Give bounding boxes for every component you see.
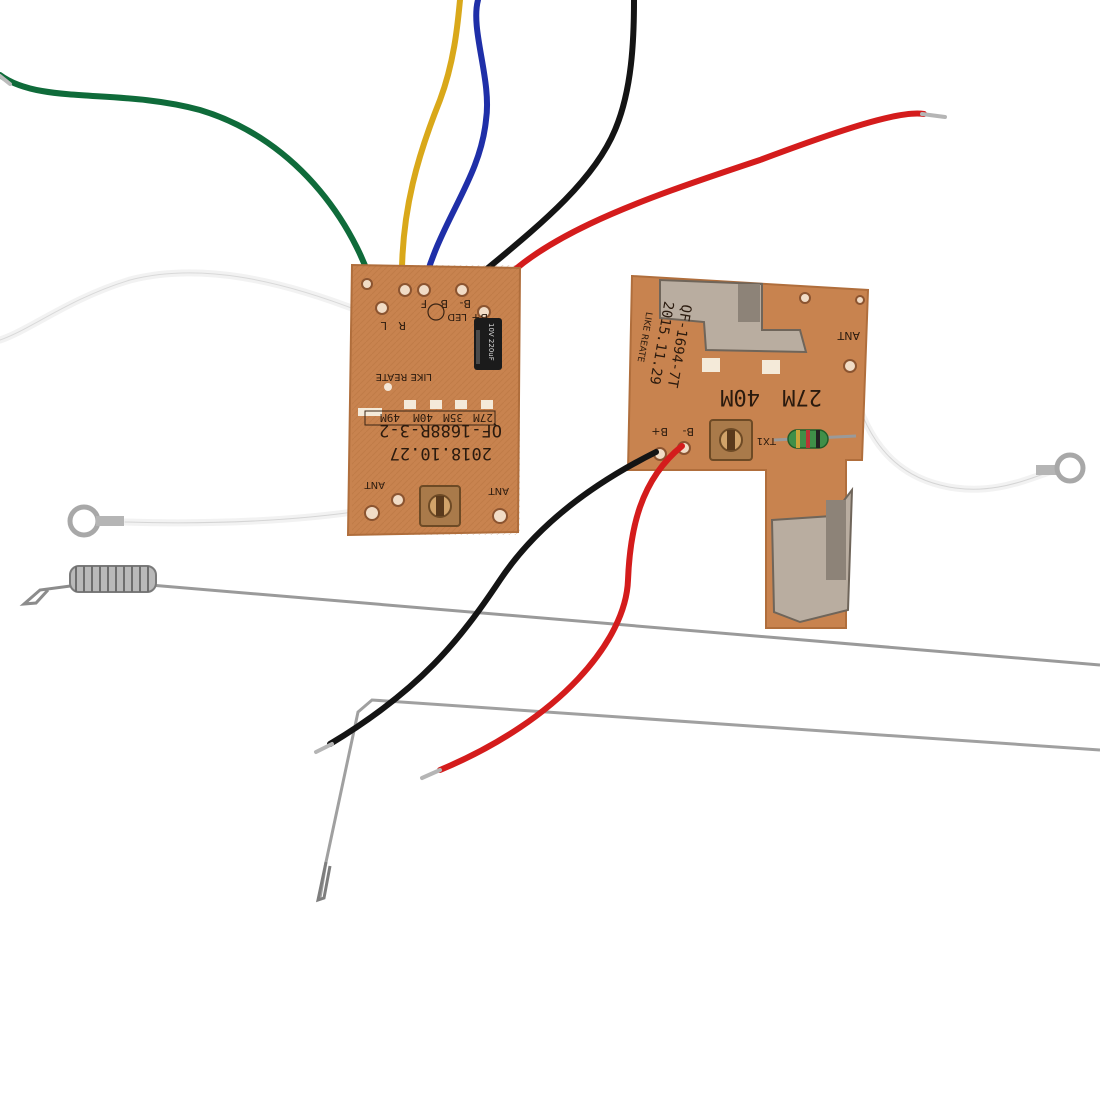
red-wire-transmitter bbox=[437, 443, 685, 773]
transmitter-ring-terminal bbox=[1036, 452, 1086, 484]
transmitter-freq-27m: 27M bbox=[782, 384, 822, 409]
receiver-mark-dot bbox=[384, 383, 392, 391]
led-label: LED bbox=[447, 311, 467, 322]
black-wire-receiver bbox=[459, 0, 637, 293]
red-wire-receiver-tip bbox=[920, 112, 947, 119]
pin-label-b: B bbox=[440, 297, 448, 310]
yellow-wire bbox=[398, 0, 463, 291]
transmitter-ant-label: ANT bbox=[837, 329, 860, 342]
white-wire-transmitter bbox=[844, 366, 1059, 493]
receiver-ring-terminal bbox=[67, 504, 124, 538]
green-wire-tip bbox=[0, 74, 12, 86]
black-wire-transmitter-tip bbox=[314, 742, 334, 754]
transmitter-freq-40m: 40M bbox=[720, 384, 760, 409]
transmitter-pads bbox=[653, 292, 865, 461]
bent-antenna bbox=[315, 698, 1100, 903]
led-footprint bbox=[427, 303, 445, 321]
receiver-board: L R F B B- B+ LED 10V 220uF LIKE REATE bbox=[346, 263, 522, 537]
transmitter-coil-label: TX1 bbox=[757, 435, 777, 446]
freq-35m-label: 35M bbox=[443, 411, 463, 424]
receiver-brand: LIKE REATE bbox=[376, 371, 432, 382]
pin-label-l: L bbox=[380, 319, 387, 332]
red-wire-receiver bbox=[477, 110, 927, 313]
transmitter-pin-bplus: B+ bbox=[651, 425, 668, 438]
transmitter-wires bbox=[844, 366, 1059, 493]
receiver-model: QF-1688R-3-2 bbox=[379, 420, 502, 440]
green-inductor bbox=[773, 429, 857, 449]
capacitor-label: 10V 220uF bbox=[487, 323, 495, 361]
white-wire-transmitter-outline bbox=[847, 369, 1056, 490]
receiver-freq-selector bbox=[358, 400, 496, 426]
electrolytic-capacitor: 10V 220uF bbox=[474, 318, 502, 370]
transmitter-pin-bminus: B- bbox=[682, 425, 694, 438]
long-antenna-rod bbox=[149, 583, 1100, 667]
bent-antenna-rod bbox=[318, 698, 1100, 899]
transmitter-board: 27M 40M QF-1694-7T 2015.11.29 LIKE REATE… bbox=[626, 274, 870, 629]
transmitter-freq-pads bbox=[702, 358, 780, 374]
green-wire bbox=[0, 72, 381, 308]
transmitter-battery-contact-bottom bbox=[770, 486, 854, 624]
bent-antenna-tip bbox=[315, 861, 332, 903]
receiver-trimmer-coil bbox=[419, 485, 461, 527]
freq-27m-label: 27M bbox=[473, 411, 493, 424]
antenna-spring-hook bbox=[19, 583, 79, 606]
receiver-ant-label-right: ANT bbox=[488, 485, 509, 496]
freq-49m-label: 49M bbox=[380, 411, 400, 424]
pin-label-r: R bbox=[398, 319, 406, 332]
transmitter-trimmer-coil bbox=[709, 419, 753, 461]
red-wire-transmitter-tip bbox=[420, 768, 442, 780]
transmitter-battery-contact-top bbox=[659, 278, 808, 354]
pin-label-bminus: B- bbox=[459, 297, 471, 310]
freq-40m-label: 40M bbox=[413, 411, 433, 424]
transmitter-power-wires bbox=[314, 443, 685, 780]
black-wire-transmitter bbox=[327, 449, 659, 747]
antenna-spring-coil bbox=[69, 565, 157, 593]
receiver-pin-labels: L R F B B- B+ LED bbox=[380, 297, 488, 332]
white-wire-receiver-left bbox=[0, 269, 366, 344]
receiver-pin-pads bbox=[361, 278, 508, 524]
blue-wire bbox=[420, 0, 490, 291]
receiver-date: 2018.10.27 bbox=[390, 443, 492, 463]
receiver-ant-label-left: ANT bbox=[364, 479, 385, 490]
spring-antenna bbox=[19, 565, 1100, 667]
white-wire-receiver-left-outline bbox=[0, 272, 363, 341]
pin-label-f: F bbox=[421, 297, 427, 310]
